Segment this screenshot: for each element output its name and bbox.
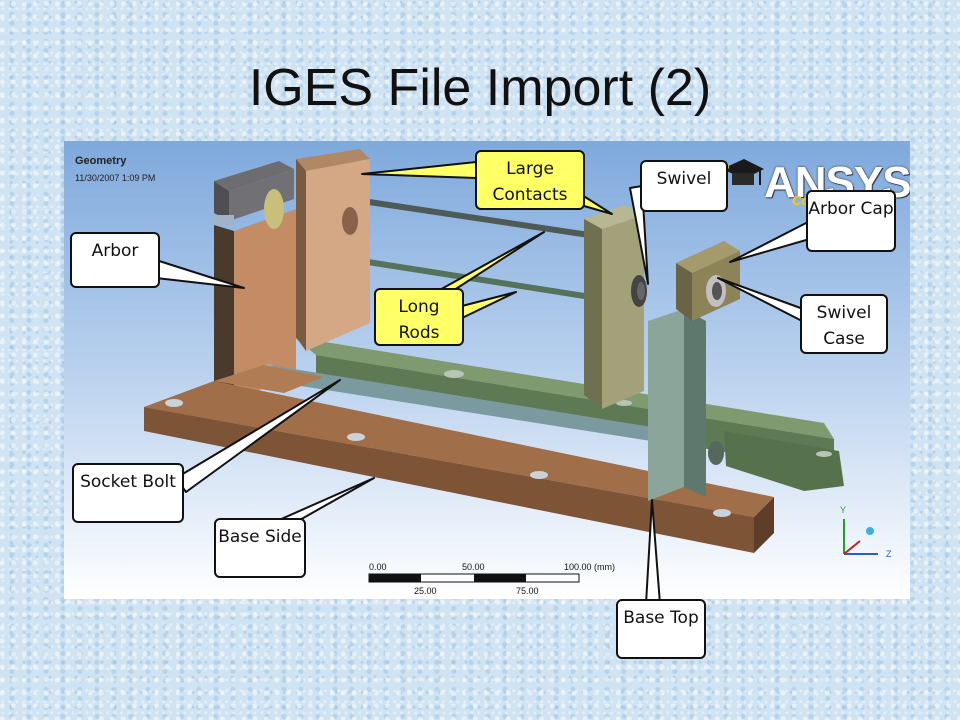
scale-label-50: 50.00 xyxy=(462,562,485,572)
large-contact-left xyxy=(296,149,370,171)
base-side-top xyxy=(144,381,774,517)
scale-label-0: 0.00 xyxy=(369,562,387,572)
assembly-model xyxy=(144,149,878,583)
base-top xyxy=(214,365,324,393)
callout-long-rods: Long Rods xyxy=(374,288,464,346)
callout-arbor-cap: Arbor Cap xyxy=(806,190,896,252)
scale-label-25: 25.00 xyxy=(414,586,437,596)
socket-bolt xyxy=(269,365,664,443)
triad-y-label: Y xyxy=(840,505,847,515)
arbor-cap xyxy=(676,241,740,273)
callout-base-side: Base Side xyxy=(214,518,306,578)
base-top-pillar xyxy=(648,309,684,501)
long-rod-bottom xyxy=(348,256,630,306)
arbor-body xyxy=(214,225,234,399)
geometry-viewport[interactable]: Geometry 11/30/2007 1:09 PM ANSYS Commer… xyxy=(64,141,910,599)
viewport-date: 11/30/2007 1:09 PM xyxy=(75,173,156,183)
triad-z-label: Z xyxy=(886,549,892,559)
slide-title: IGES File Import (2) xyxy=(248,59,712,117)
callout-swivel-case: Swivel Case xyxy=(800,294,888,354)
scale-label-75: 75.00 xyxy=(516,586,539,596)
arbor-cap-left xyxy=(214,181,229,221)
large-contact-right xyxy=(584,205,644,229)
callout-socket-bolt: Socket Bolt xyxy=(72,463,184,523)
scale-label-100: 100.00 (mm) xyxy=(564,562,616,572)
callout-arbor: Arbor xyxy=(70,232,160,288)
viewport-title: Geometry xyxy=(75,155,127,167)
coordinate-triad xyxy=(843,519,878,555)
callout-large-contacts: Large Contacts xyxy=(475,150,585,210)
callout-swivel: Swivel xyxy=(640,160,728,212)
long-rod-top xyxy=(348,196,630,244)
callout-base-top: Base Top xyxy=(616,599,706,659)
